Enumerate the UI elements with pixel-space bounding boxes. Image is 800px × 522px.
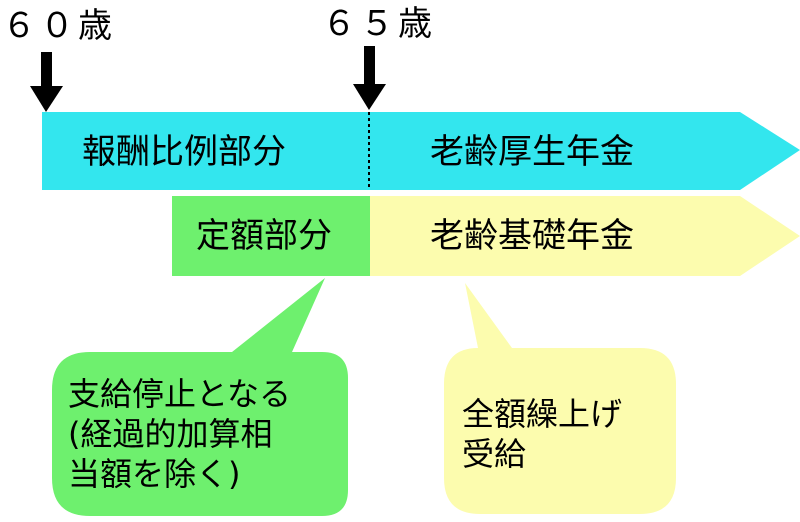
advance-callout-text: 全額繰上げ 受給 — [462, 395, 623, 473]
age60-arrow — [30, 52, 63, 112]
proportional-part-label: 報酬比例部分 — [82, 132, 286, 172]
stop-callout-bubble — [52, 278, 348, 516]
fixed-part-label: 定額部分 — [196, 216, 332, 256]
age65-arrow — [353, 46, 386, 110]
yellow-arrow-bar — [370, 196, 800, 276]
advance-callout-bubble — [444, 283, 676, 514]
age-65-label: ６５歳 — [322, 4, 436, 44]
stop-callout-text: 支給停止となる (経過的加算相 当額を除く) — [68, 375, 292, 493]
cyan-arrow-bar — [42, 112, 800, 190]
basic-pension-label: 老齢基礎年金 — [430, 216, 634, 256]
age-60-label: ６０歳 — [2, 6, 116, 46]
green-fixed-bar — [172, 196, 370, 276]
employees-pension-label: 老齢厚生年金 — [430, 132, 634, 172]
